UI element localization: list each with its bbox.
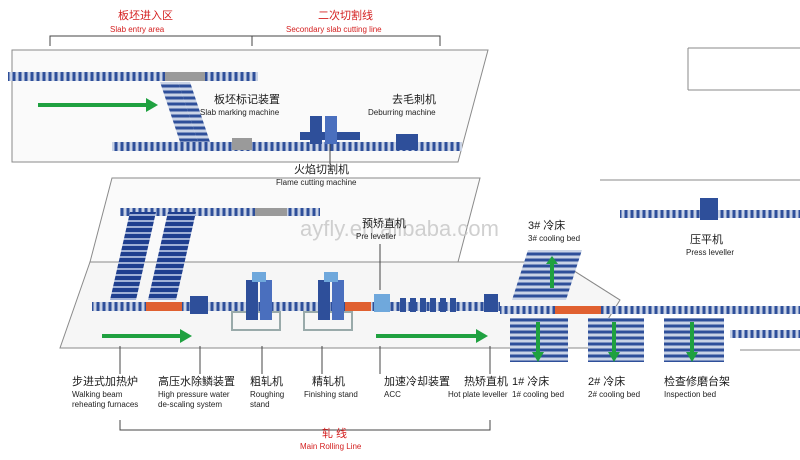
deburring-machine-icon bbox=[396, 134, 418, 150]
label-roughing-en2: stand bbox=[250, 400, 270, 409]
label-pre-leveller-zh: 预矫直机 bbox=[362, 218, 406, 230]
label-cooling-bed-1-en: 1# cooling bed bbox=[512, 390, 565, 399]
zone-label-rolling-en: Main Rolling Line bbox=[300, 442, 362, 451]
label-slab-marking-zh: 板坯标记装置 bbox=[214, 94, 280, 106]
flame-cutting-machine-icon bbox=[300, 116, 360, 144]
furnace-feed-table bbox=[120, 208, 200, 216]
label-descaling-en1: High pressure water bbox=[158, 390, 230, 399]
storage-block bbox=[255, 208, 287, 216]
cooling-bed-1-graphic bbox=[510, 318, 568, 362]
zone-label-cutting-en: Secondary slab cutting line bbox=[286, 25, 382, 34]
walking-beam-furnace-2 bbox=[148, 212, 196, 300]
flow-arrow-main-1-head bbox=[180, 329, 192, 343]
zone-label-entry-en: Slab entry area bbox=[110, 25, 165, 34]
label-walking-beam-en2: reheating furnaces bbox=[72, 400, 139, 409]
cutting-roller-table bbox=[112, 142, 462, 151]
label-walking-beam-zh: 步进式加热炉 bbox=[72, 376, 138, 388]
label-hot-leveller-en: Hot plate leveller bbox=[448, 390, 508, 399]
marking-station-icon bbox=[232, 138, 252, 150]
transfer-roller-table bbox=[500, 306, 800, 314]
flow-arrow-entry-head bbox=[146, 98, 158, 112]
entry-roller-table-upper bbox=[8, 72, 258, 81]
label-cooling-bed-3-zh: 3# 冷床 bbox=[528, 220, 566, 232]
label-finishing-en: Finishing stand bbox=[304, 390, 358, 399]
label-cooling-bed-3-en: 3# cooling bed bbox=[528, 234, 581, 243]
flow-arrow-main-1 bbox=[102, 334, 180, 338]
label-cooling-bed-2-en: 2# cooling bed bbox=[588, 390, 641, 399]
exit-roller-table bbox=[730, 330, 800, 338]
label-roughing-zh: 粗轧机 bbox=[250, 376, 283, 388]
label-hot-leveller-zh: 热矫直机 bbox=[464, 376, 508, 388]
pre-leveller-icon bbox=[374, 294, 390, 312]
hot-leveller-icon bbox=[484, 294, 498, 312]
label-flame-cutting-zh: 火焰切割机 bbox=[294, 164, 349, 176]
zone-label-rolling-zh: 轧 线 bbox=[322, 428, 348, 440]
acc-unit-icon bbox=[400, 298, 456, 312]
flow-arrow-main-2 bbox=[376, 334, 476, 338]
label-slab-marking-en: Slab marking machine bbox=[200, 108, 280, 117]
main-roller-table bbox=[92, 302, 500, 311]
label-finishing-zh: 精轧机 bbox=[312, 376, 345, 388]
inspection-bed-graphic bbox=[664, 318, 724, 362]
leader-lines bbox=[119, 244, 491, 374]
watermark: ayfly.en.alibaba.com bbox=[300, 216, 499, 241]
zone-label-entry-zh: 板坯进入区 bbox=[118, 10, 173, 22]
label-roughing-en1: Roughing bbox=[250, 390, 285, 399]
label-acc-en: ACC bbox=[384, 390, 401, 399]
label-press-leveller-en: Press leveller bbox=[686, 248, 735, 257]
roughing-mill-icon bbox=[231, 272, 281, 331]
label-cooling-bed-1-zh: 1# 冷床 bbox=[512, 376, 550, 388]
flow-arrow-main-2-head bbox=[476, 329, 488, 343]
label-inspection-bed-zh: 检查修磨台架 bbox=[664, 376, 730, 388]
finishing-mill-icon bbox=[303, 272, 353, 331]
label-press-leveller-zh: 压平机 bbox=[690, 234, 723, 246]
press-leveller-icon bbox=[700, 198, 718, 220]
zone-brackets bbox=[49, 35, 491, 431]
descaler-icon bbox=[190, 296, 208, 314]
transfer-plate bbox=[555, 306, 601, 314]
flow-arrow-entry bbox=[38, 103, 146, 107]
cooling-bed-3-graphic bbox=[512, 250, 582, 300]
main-hot-slab bbox=[146, 302, 182, 311]
label-inspection-bed-en: Inspection bed bbox=[664, 390, 717, 399]
label-descaling-zh: 高压水除鳞装置 bbox=[158, 376, 235, 388]
label-descaling-en2: de-scaling system bbox=[158, 400, 223, 409]
label-walking-beam-en1: Walking beam bbox=[72, 390, 123, 399]
label-pre-leveller-en: Pre leveller bbox=[356, 232, 397, 241]
transfer-skew-bed bbox=[160, 82, 210, 142]
label-deburring-zh: 去毛刺机 bbox=[392, 94, 436, 106]
walking-beam-furnace-1 bbox=[110, 212, 156, 300]
label-flame-cutting-en: Flame cutting machine bbox=[276, 178, 357, 187]
rolled-slab bbox=[345, 302, 371, 311]
zone-label-cutting-zh: 二次切割线 bbox=[318, 10, 373, 22]
label-deburring-en: Deburring machine bbox=[368, 108, 436, 117]
entry-marker-block bbox=[165, 72, 205, 81]
cooling-bed-2-graphic bbox=[588, 318, 644, 362]
label-acc-zh: 加速冷却装置 bbox=[384, 376, 450, 388]
label-cooling-bed-2-zh: 2# 冷床 bbox=[588, 376, 626, 388]
